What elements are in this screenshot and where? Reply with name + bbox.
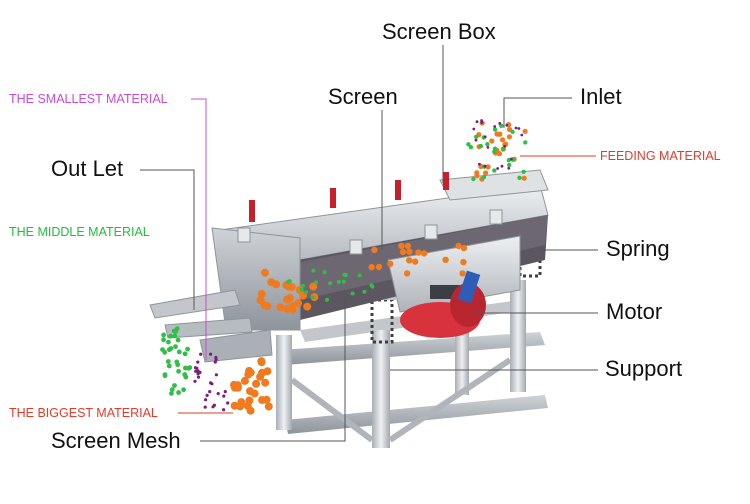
label-biggest-material: THE BIGGEST MATERIAL xyxy=(9,406,158,420)
smallest-material-particles xyxy=(193,352,230,412)
deck-particles-orange xyxy=(256,268,319,314)
label-feeding-material: FEEDING MATERIAL xyxy=(600,149,721,163)
label-middle-material: THE MIDDLE MATERIAL xyxy=(9,225,150,239)
leader-smallest xyxy=(191,98,207,360)
label-outlet: Out Let xyxy=(51,156,124,181)
label-motor: Motor xyxy=(606,299,663,324)
biggest-material-particles xyxy=(230,357,273,415)
label-inlet: Inlet xyxy=(580,84,622,109)
leader-inlet xyxy=(503,97,572,128)
label-screen-box: Screen Box xyxy=(382,19,496,44)
deck-particles-orange-2 xyxy=(368,242,468,277)
material-particles xyxy=(160,119,528,415)
leader-screen-mesh xyxy=(200,300,346,442)
vibration-motor xyxy=(400,270,486,338)
label-screen-mesh: Screen Mesh xyxy=(51,428,181,453)
outlet-chutes xyxy=(149,289,273,363)
middle-material-particles xyxy=(160,326,193,396)
label-screen: Screen xyxy=(328,84,398,109)
leader-outlet xyxy=(140,169,195,310)
feeding-particles-purple xyxy=(472,119,524,170)
label-smallest-material: THE SMALLEST MATERIAL xyxy=(9,92,168,106)
label-support: Support xyxy=(605,356,683,381)
leader-lines xyxy=(140,45,598,442)
label-spring: Spring xyxy=(606,236,670,261)
deck-particles-green xyxy=(286,268,375,302)
screen-box xyxy=(211,169,549,331)
clamp-handles xyxy=(237,172,503,255)
